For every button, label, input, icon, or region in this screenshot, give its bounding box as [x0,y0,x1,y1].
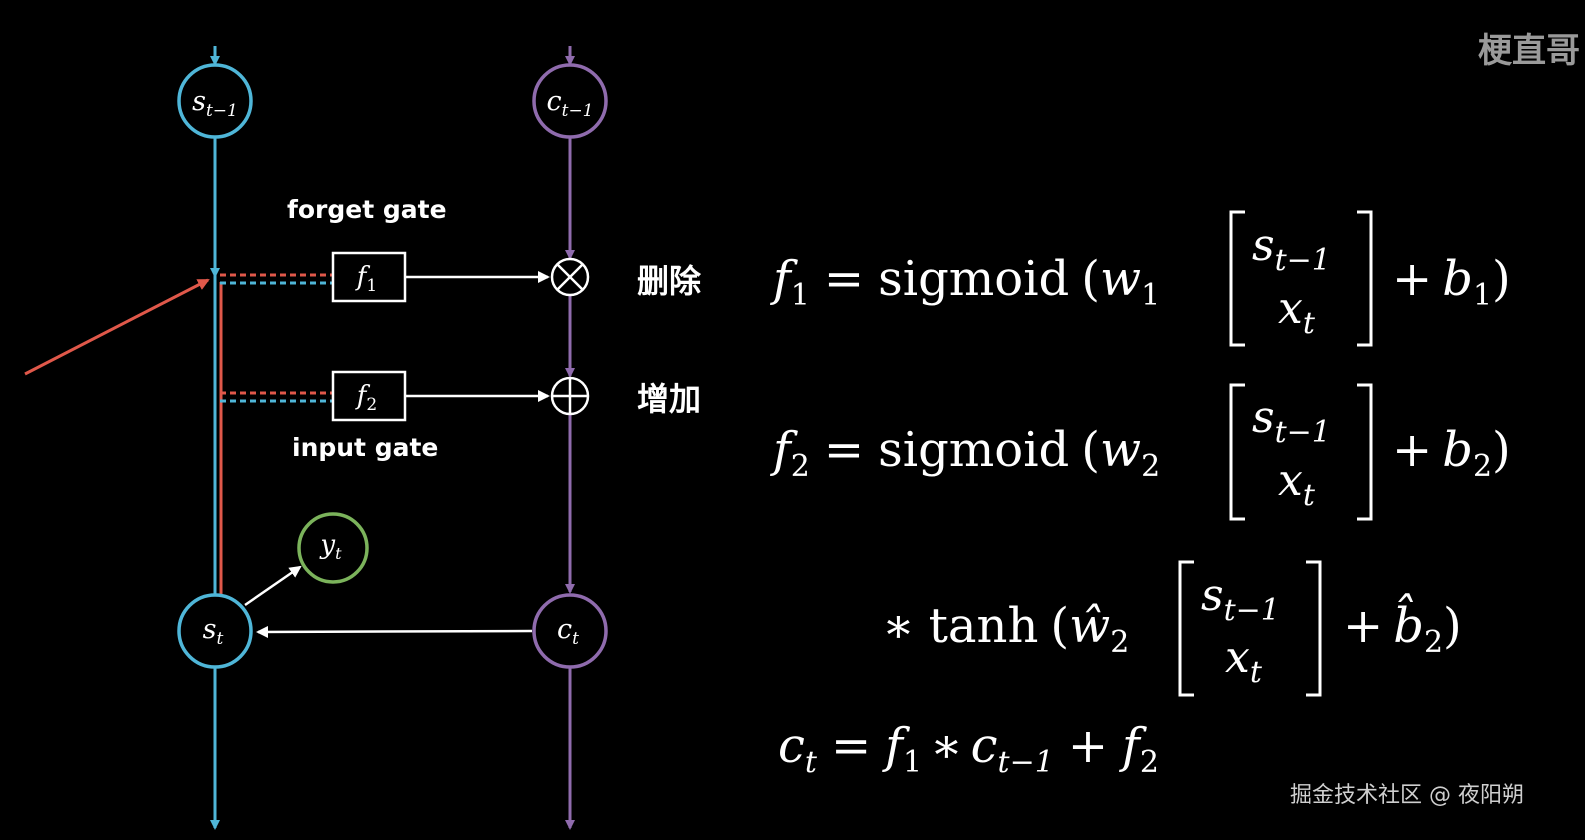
svg-text:∗tanh(ŵ2: ∗tanh(ŵ2 [882,598,1129,660]
eq2-right-bracket [1357,383,1373,521]
svg-text:xt: xt [1278,455,1316,513]
equation-ct: ct=f1∗ct−1+f2 [778,718,1159,780]
s-prev-label: st−1 [192,86,238,121]
y-t-label: yt [319,530,342,563]
svg-text:f2=sigmoid(w2: f2=sigmoid(w2 [770,422,1160,484]
bottom-watermark: 掘金技术社区 @ 夜阳朔 [1290,783,1524,808]
equation-tanh: ∗tanh(ŵ2 st−1 xt +b̂2) [882,560,1462,697]
svg-text:xt: xt [1278,283,1316,341]
s-prev-node [177,63,253,139]
eq3-right-bracket [1306,560,1322,697]
add-operator-icon [550,376,590,416]
c-to-s-arrow [256,625,533,638]
delete-label: 删除 [637,262,702,300]
svg-text:f1=sigmoid(w1: f1=sigmoid(w1 [770,251,1160,313]
top-watermark: 梗直哥 [1478,31,1580,71]
svg-text:+b1): +b1) [1392,251,1511,313]
svg-text:+b̂2): +b̂2) [1343,593,1462,660]
c-t-label: ct [557,614,579,649]
eq1-left-bracket [1229,210,1245,347]
svg-text:st−1: st−1 [1252,220,1331,278]
svg-text:xt: xt [1225,632,1263,690]
svg-text:ct=f1∗ct−1+f2: ct=f1∗ct−1+f2 [778,718,1159,780]
red-input-arrow [24,278,210,376]
eq2-left-bracket [1229,383,1245,521]
s-to-y-arrow [244,565,302,607]
multiply-operator-icon [550,257,590,297]
f1-label: f1 [355,262,377,296]
c-prev-node [532,63,608,139]
svg-text:st−1: st−1 [1201,570,1280,628]
add-label: 增加 [637,380,701,418]
c-prev-label: ct−1 [546,86,593,121]
svg-text:st−1: st−1 [1252,392,1331,450]
eq1-right-bracket [1357,210,1373,347]
y-t-node [297,512,369,584]
equation-f1: f1=sigmoid(w1 st−1 xt +b1) [770,210,1511,347]
equation-f2: f2=sigmoid(w2 st−1 xt +b2) [770,383,1511,521]
s-t-label: st [203,614,224,649]
svg-text:+b2): +b2) [1392,422,1511,484]
s-t-node [177,593,253,669]
f2-label: f2 [355,381,377,415]
forget-gate-label: forget gate [287,195,447,224]
c-t-node [532,593,608,669]
eq3-left-bracket [1178,560,1194,697]
input-gate-label: input gate [292,433,438,462]
